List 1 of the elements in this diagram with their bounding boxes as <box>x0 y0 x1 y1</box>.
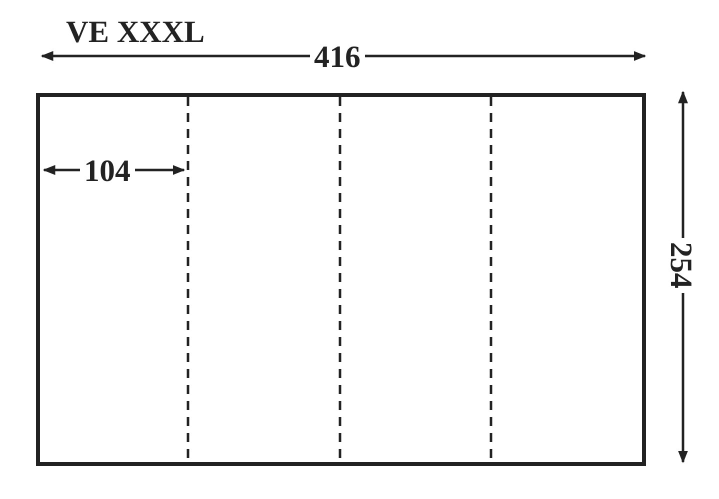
model-label: VE XXXL <box>65 16 206 47</box>
